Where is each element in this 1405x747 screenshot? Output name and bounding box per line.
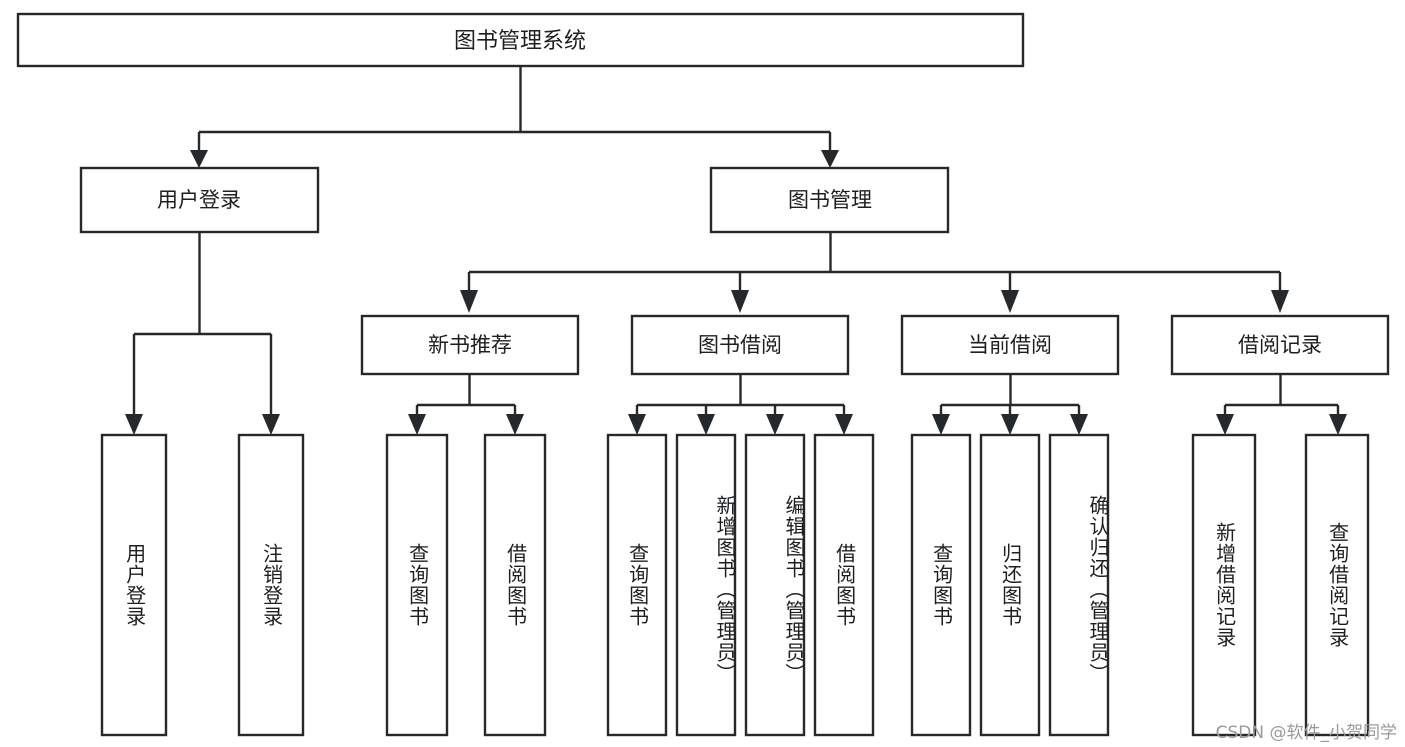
arrow-head-record-leaf-2 [1329,414,1347,435]
arrow-head-current-leaf-2 [1001,414,1019,435]
node-current-borrow-box[interactable] [900,314,1120,376]
arrow-head-recommend-leaf-1 [408,414,426,435]
arrow-head-current-leaf-1 [932,414,950,435]
arrow-head-borrow-leaf-2 [697,414,715,435]
arrow-head-recommend-leaf-2 [506,414,524,435]
node-book-borrow[interactable]: 图书借阅 [630,314,850,376]
arrow-head-book-manage [821,150,839,168]
node-new-book-recommend-box[interactable] [360,314,580,376]
leaf-box-borrow-3[interactable] [744,433,806,737]
arrow-head-borrow-leaf-1 [628,414,646,435]
arrow-head-borrow-record [1271,290,1289,313]
node-book-manage[interactable]: 图书管理 [709,166,950,234]
leaf-box-user-login-1[interactable] [100,433,168,737]
leaf-box-record-2[interactable] [1304,433,1370,737]
node-user-login-label: 用户登录 [157,188,241,212]
leaf-box-current-1[interactable] [910,433,972,737]
node-current-borrow[interactable]: 当前借阅 [900,314,1120,376]
leaf-box-borrow-4[interactable] [813,433,875,737]
connectors [125,66,1347,435]
node-user-login-box[interactable] [79,166,320,234]
node-book-manage-label: 图书管理 [788,188,872,212]
leaf-box-borrow-1[interactable] [606,433,668,737]
node-root-box[interactable] [16,12,1025,68]
node-root[interactable]: 图书管理系统 [16,12,1025,68]
node-borrow-record-box[interactable] [1170,314,1390,376]
arrow-head-leaf-logout [262,414,280,435]
node-book-manage-box[interactable] [709,166,950,234]
leaf-box-borrow-2[interactable] [675,433,737,737]
node-book-borrow-box[interactable] [630,314,850,376]
node-book-borrow-label: 图书借阅 [698,333,782,357]
leaf-box-recommend-2[interactable] [483,433,547,737]
node-user-login[interactable]: 用户登录 [79,166,320,234]
leaf-box-recommend-1[interactable] [385,433,449,737]
node-current-borrow-label: 当前借阅 [968,333,1052,357]
node-borrow-record-label: 借阅记录 [1238,333,1322,357]
arrow-head-borrow-leaf-4 [835,414,853,435]
leaf-box-current-2[interactable] [979,433,1041,737]
leaf-box-user-login-2[interactable] [237,433,305,737]
node-new-book-recommend-label: 新书推荐 [428,333,512,357]
leaf-box-record-1[interactable] [1191,433,1257,737]
node-new-book-recommend[interactable]: 新书推荐 [360,314,580,376]
arrow-head-user-login [190,150,208,168]
arrow-head-record-leaf-1 [1216,414,1234,435]
arrow-head-current-borrow [1001,290,1019,313]
arrow-head-leaf-user-login [125,414,143,435]
leaf-box-current-3[interactable] [1048,433,1110,737]
node-root-label: 图书管理系统 [454,29,586,54]
arrow-head-borrow-leaf-3 [766,414,784,435]
arrow-head-current-leaf-3 [1070,414,1088,435]
node-borrow-record[interactable]: 借阅记录 [1170,314,1390,376]
arrow-head-new-book-recommend [460,290,478,313]
arrow-head-book-borrow [731,290,749,313]
